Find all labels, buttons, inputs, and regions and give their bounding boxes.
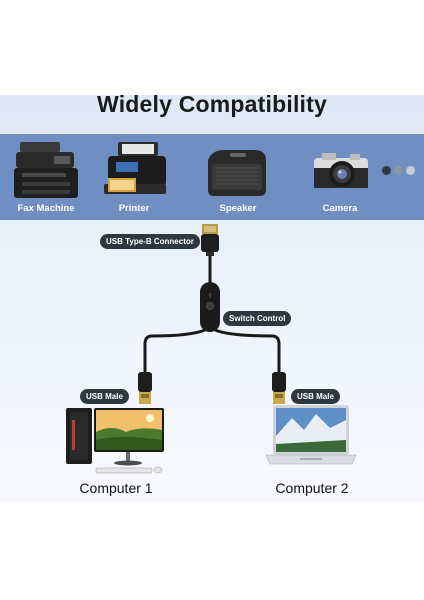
desktop-computer-icon [66,408,164,474]
usb-male-right-label: USB Male [291,389,340,404]
carousel-dot[interactable] [394,166,403,175]
device-band: Fax Machine Printer Speaker Camera [0,134,424,220]
usb-male-right-icon [272,372,286,404]
switch-control-label: Switch Control [223,311,292,326]
usb-type-b-connector-label: USB Type-B Connector [100,234,200,249]
laptop-icon [265,405,357,465]
usb-male-left-icon [138,372,152,404]
computer-2-label: Computer 2 [275,480,349,496]
usb-male-left-label: USB Male [80,389,129,404]
carousel-dot[interactable] [406,166,415,175]
carousel-dot[interactable] [382,166,391,175]
device-label-camera: Camera [322,203,358,214]
usb-type-b-connector-icon [201,224,219,256]
device-label-printer: Printer [118,203,150,214]
fax-machine-icon [14,142,368,198]
switch-control-icon [200,282,220,332]
device-label-fax-machine: Fax Machine [17,203,75,214]
page-title: Widely Compatibility [97,91,327,117]
device-label-speaker: Speaker [219,203,257,214]
computer-1-label: Computer 1 [79,480,153,496]
